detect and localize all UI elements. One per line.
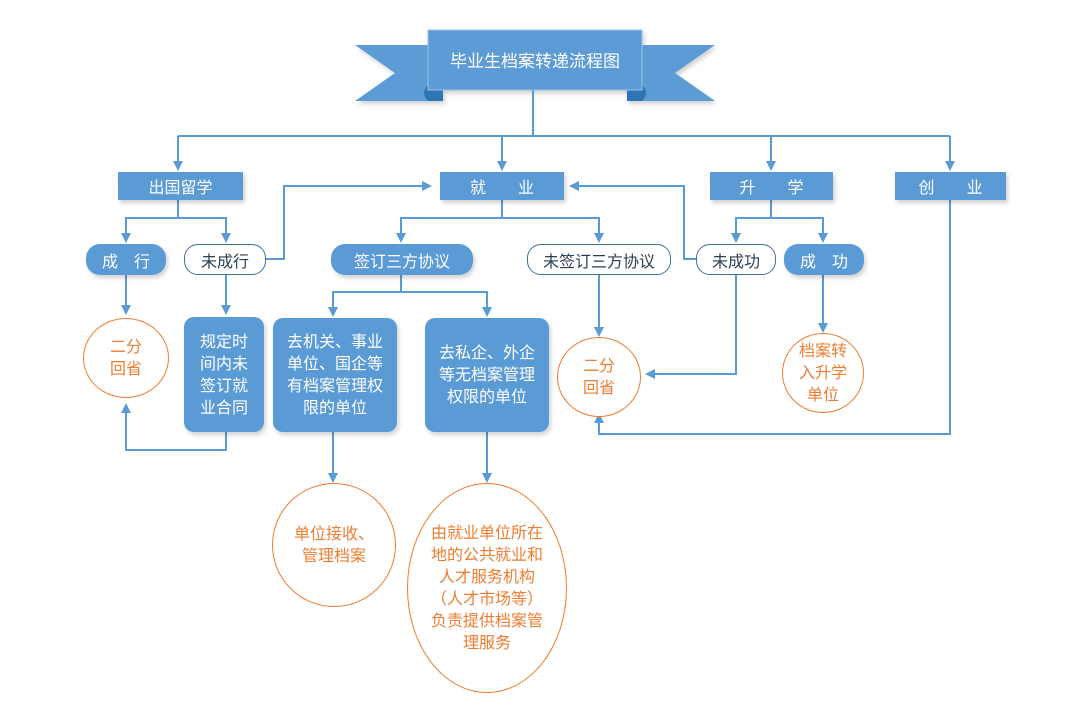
result-line: 入升学 — [798, 363, 847, 382]
box-line: 等无档案管理 — [438, 365, 535, 384]
result-line: 二分 — [582, 356, 615, 375]
result-line: 单位接收、 — [293, 524, 374, 543]
box-line: 签订就 — [199, 375, 248, 395]
result-line: 理服务 — [462, 633, 511, 652]
ribbon-left-tail — [355, 45, 443, 101]
connector-signed-split — [328, 275, 402, 317]
box-line: 权限的单位 — [446, 387, 527, 406]
abroad-fail: 未成行 — [184, 244, 266, 275]
box-line: 业合同 — [199, 397, 248, 417]
connector-study-split — [731, 200, 772, 243]
abroad-success: 成 行 — [86, 244, 166, 275]
box-line: 规定时 — [199, 331, 248, 351]
unsigned-agreement: 未签订三方协议 — [527, 244, 671, 275]
unsigned-result: 二分 回省 — [557, 337, 641, 417]
box-line: 有档案管理权 — [286, 376, 383, 395]
box-line: 单位、国企等 — [286, 354, 383, 373]
study-success-result: 档案转 入升学 单位 — [782, 333, 864, 413]
state-units-result: 单位接收、 管理档案 — [272, 483, 396, 607]
category-entrepreneurship: 创 业 — [895, 172, 1006, 200]
connector-employment-to-unsigned — [502, 217, 604, 243]
category-abroad: 出国留学 — [118, 172, 243, 200]
abroad-fail-result: 规定时 间内未 签订就 业合同 — [184, 317, 264, 432]
private-units-box: 去私企、外企 等无档案管理 权限的单位 — [425, 318, 549, 432]
connector-signed-to-private — [401, 291, 492, 317]
result-line: 二分 — [109, 337, 142, 356]
result-line: 由就业单位所在 — [430, 523, 543, 542]
category-further-study: 升 学 — [710, 172, 833, 200]
connector-study-fail-to-employment — [569, 181, 696, 260]
title-ribbon — [355, 29, 715, 101]
connector-study-to-success — [771, 217, 828, 243]
result-line: 回省 — [582, 378, 615, 397]
result-line: （人才市场等） — [430, 589, 543, 608]
result-line: 回省 — [109, 359, 142, 378]
result-line: 管理档案 — [301, 546, 366, 565]
state-units-box: 去机关、事业 单位、国企等 有档案管理权 限的单位 — [273, 318, 397, 432]
category-employment: 就 业 — [440, 172, 564, 200]
connector-fail-to-employment — [266, 181, 432, 260]
ribbon-right-tail — [627, 45, 715, 101]
connector-study-fail-to-return — [645, 275, 737, 379]
abroad-success-result: 二分 回省 — [83, 318, 169, 398]
result-line: 档案转 — [798, 341, 847, 360]
signed-agreement: 签订三方协议 — [331, 244, 473, 275]
box-line: 去私企、外企 — [438, 343, 535, 362]
connector-box-loop-back — [121, 403, 227, 451]
study-fail: 未成功 — [696, 244, 776, 275]
study-success: 成 功 — [784, 244, 864, 275]
ribbon-center — [427, 29, 643, 91]
result-line: 单位 — [806, 385, 839, 404]
connector-abroad-split — [121, 200, 179, 243]
connector-entrepreneurship-to-return — [594, 200, 951, 435]
connector-abroad-to-fail — [178, 217, 231, 243]
box-line: 间内未 — [199, 353, 248, 373]
connector-employment-split — [396, 200, 503, 243]
result-line: 地的公共就业和 — [430, 545, 543, 564]
box-line: 限的单位 — [302, 398, 367, 417]
page-title: 毕业生档案转递流程图 — [450, 51, 620, 72]
result-line: 人才服务机构 — [438, 567, 535, 586]
result-line: 负责提供档案管 — [430, 611, 543, 630]
box-line: 去机关、事业 — [286, 332, 383, 351]
private-units-result: 由就业单位所在 地的公共就业和 人才服务机构 （人才市场等） 负责提供档案管 理… — [407, 483, 567, 693]
